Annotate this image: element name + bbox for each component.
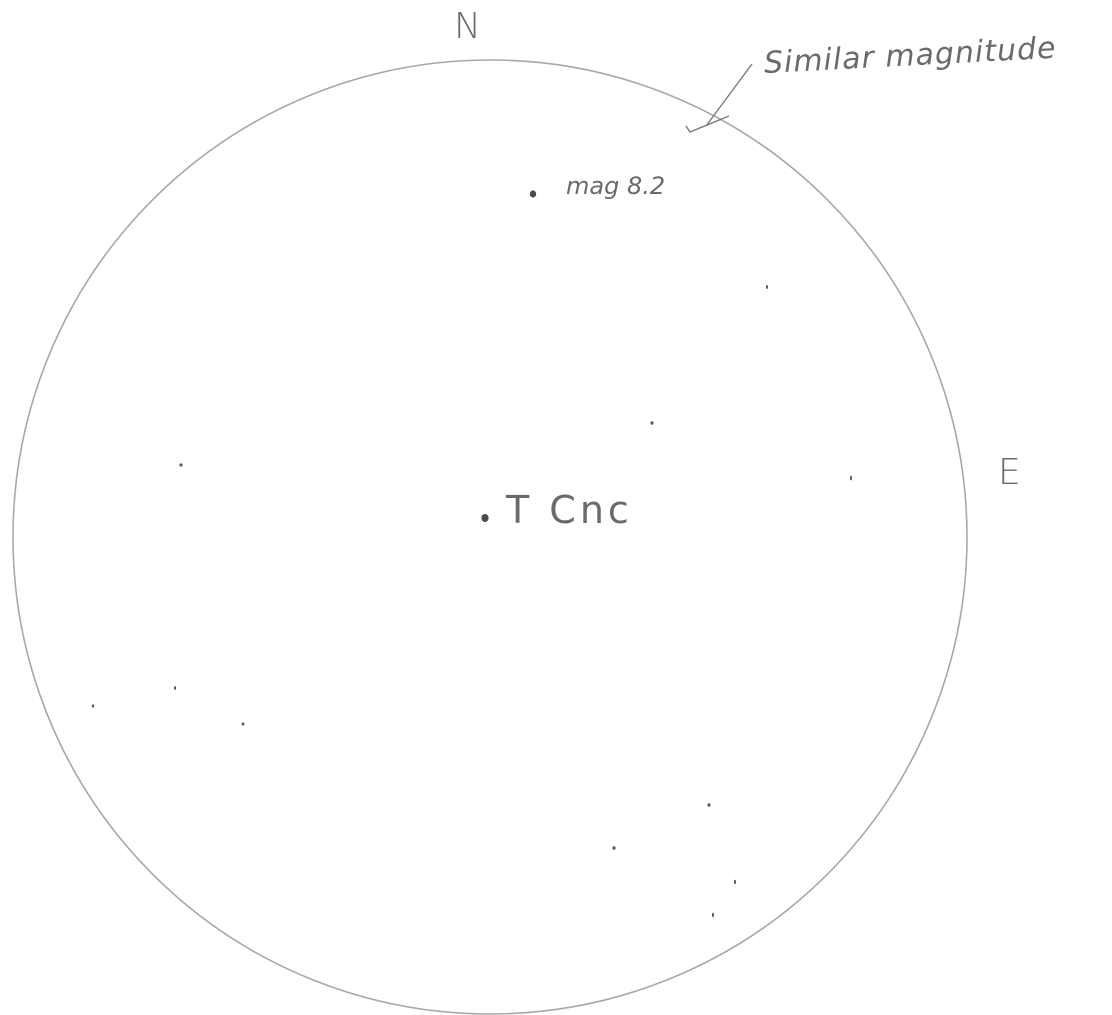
- field-stars: [91, 285, 852, 918]
- target-star: [481, 514, 489, 522]
- field-of-view-circle: [12, 59, 968, 1015]
- field-star: [174, 686, 176, 690]
- field-star: [241, 722, 245, 726]
- field-star: [766, 285, 768, 289]
- north-label: N: [454, 6, 481, 47]
- east-label: E: [998, 452, 1021, 493]
- field-star: [91, 704, 95, 708]
- comparison-star: [529, 190, 537, 198]
- annotation-pointer-mark: [685, 115, 730, 133]
- field-star: [712, 912, 714, 918]
- field-star: [707, 803, 711, 807]
- field-star: [179, 463, 183, 467]
- field-star: [734, 879, 736, 885]
- target-star-label: T Cnc: [506, 488, 633, 532]
- field-star: [850, 475, 852, 481]
- annotation-pointer-line: [705, 63, 753, 127]
- comparison-star-label: mag 8.2: [566, 172, 666, 200]
- field-star: [650, 421, 654, 425]
- field-star: [612, 846, 616, 850]
